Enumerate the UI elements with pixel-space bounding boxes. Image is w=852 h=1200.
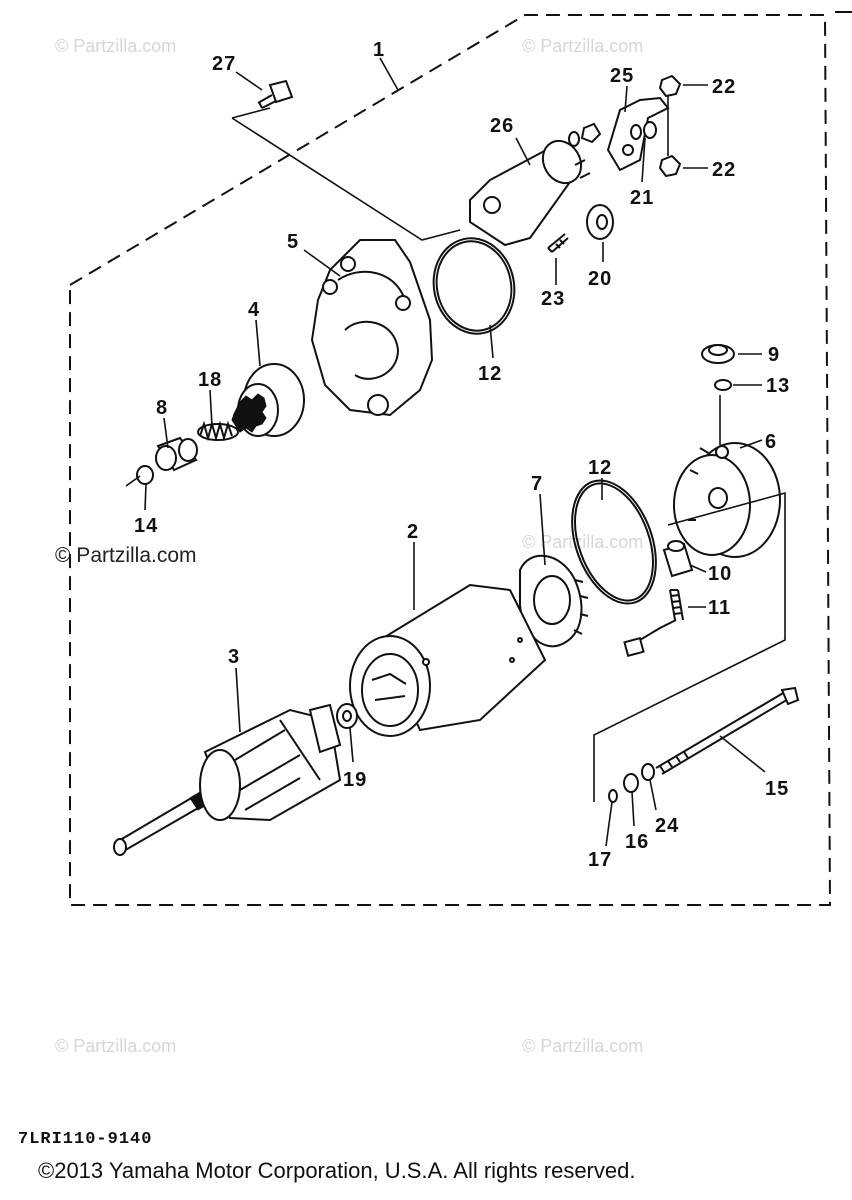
callout-18: 18 [198,369,222,391]
yoke-2 [349,583,547,737]
brush-holder-7 [519,554,589,648]
diagram-code: 7LRI110-9140 [18,1130,153,1149]
circlip-14 [136,465,154,485]
through-bolt-15 [655,686,800,775]
callout-1: 1 [373,39,385,61]
callout-23: 23 [541,288,565,310]
callout-12-lower: 12 [588,457,612,479]
lock-washer-24 [641,763,655,781]
bolt-bracket-line [593,491,786,802]
callout-22-upper: 22 [712,76,736,98]
copyright-notice: ©2013 Yamaha Motor Corporation, U.S.A. A… [38,1158,636,1183]
end-cover-6 [673,442,781,558]
callout-16: 16 [625,831,649,853]
drive-housing-5 [310,239,434,417]
lead-wire-25 [606,96,670,172]
callout-4: 4 [248,299,260,321]
leader-lines [125,57,766,847]
callout-5: 5 [287,231,299,253]
screw-23 [547,233,569,253]
callout-8: 8 [156,397,168,419]
callout-20: 20 [588,268,612,290]
callout-14: 14 [134,515,158,537]
callout-9: 9 [768,344,780,366]
nut-22-upper [658,74,682,98]
callout-19: 19 [343,769,367,791]
callout-13: 13 [766,375,790,397]
armature-3 [113,703,342,856]
nut-22-lower [658,154,682,178]
washer-20 [586,204,614,240]
o-ring-17 [608,789,618,803]
watermark-top-right: © Partzilla.com [522,36,643,56]
watermark-mid-right: © Partzilla.com [522,532,643,552]
o-ring-12-lower [571,479,657,605]
callout-17: 17 [588,849,612,871]
callout-10: 10 [708,563,732,585]
cap-9 [701,344,735,364]
callout-2: 2 [407,521,419,543]
watermark-bottom-right: © Partzilla.com [522,1036,643,1056]
washer-16 [623,773,639,793]
callout-25: 25 [610,65,634,87]
callout-27: 27 [212,53,236,75]
terminal-nuts [568,122,602,147]
callout-11: 11 [708,597,731,619]
bolt-11 [623,589,684,658]
callout-12-upper: 12 [478,363,502,385]
callout-15: 15 [765,778,789,800]
spring-18 [197,420,239,442]
terminal-10 [662,540,694,578]
callout-3: 3 [228,646,240,668]
callout-6: 6 [765,431,777,453]
callouts: 1 2 3 4 5 6 7 8 9 10 11 12 12 13 14 15 1… [134,39,790,871]
callout-7: 7 [531,473,543,495]
watermark-bottom-left: © Partzilla.com [55,1036,176,1056]
watermark-top-left: © Partzilla.com [55,36,176,56]
callout-26: 26 [490,115,514,137]
watermark-mid-left: © Partzilla.com [55,544,197,567]
assembly-1-bracket [231,107,461,241]
callout-22-lower: 22 [712,159,736,181]
bolt-27 [257,79,294,109]
o-ring-13 [714,379,732,391]
o-ring-12-upper [432,237,516,335]
callout-24: 24 [655,815,679,837]
collar-8 [155,436,198,472]
solenoid-26 [469,139,591,247]
assembly-boundary [69,14,832,906]
callout-21: 21 [630,187,654,209]
clutch-4 [231,363,305,437]
